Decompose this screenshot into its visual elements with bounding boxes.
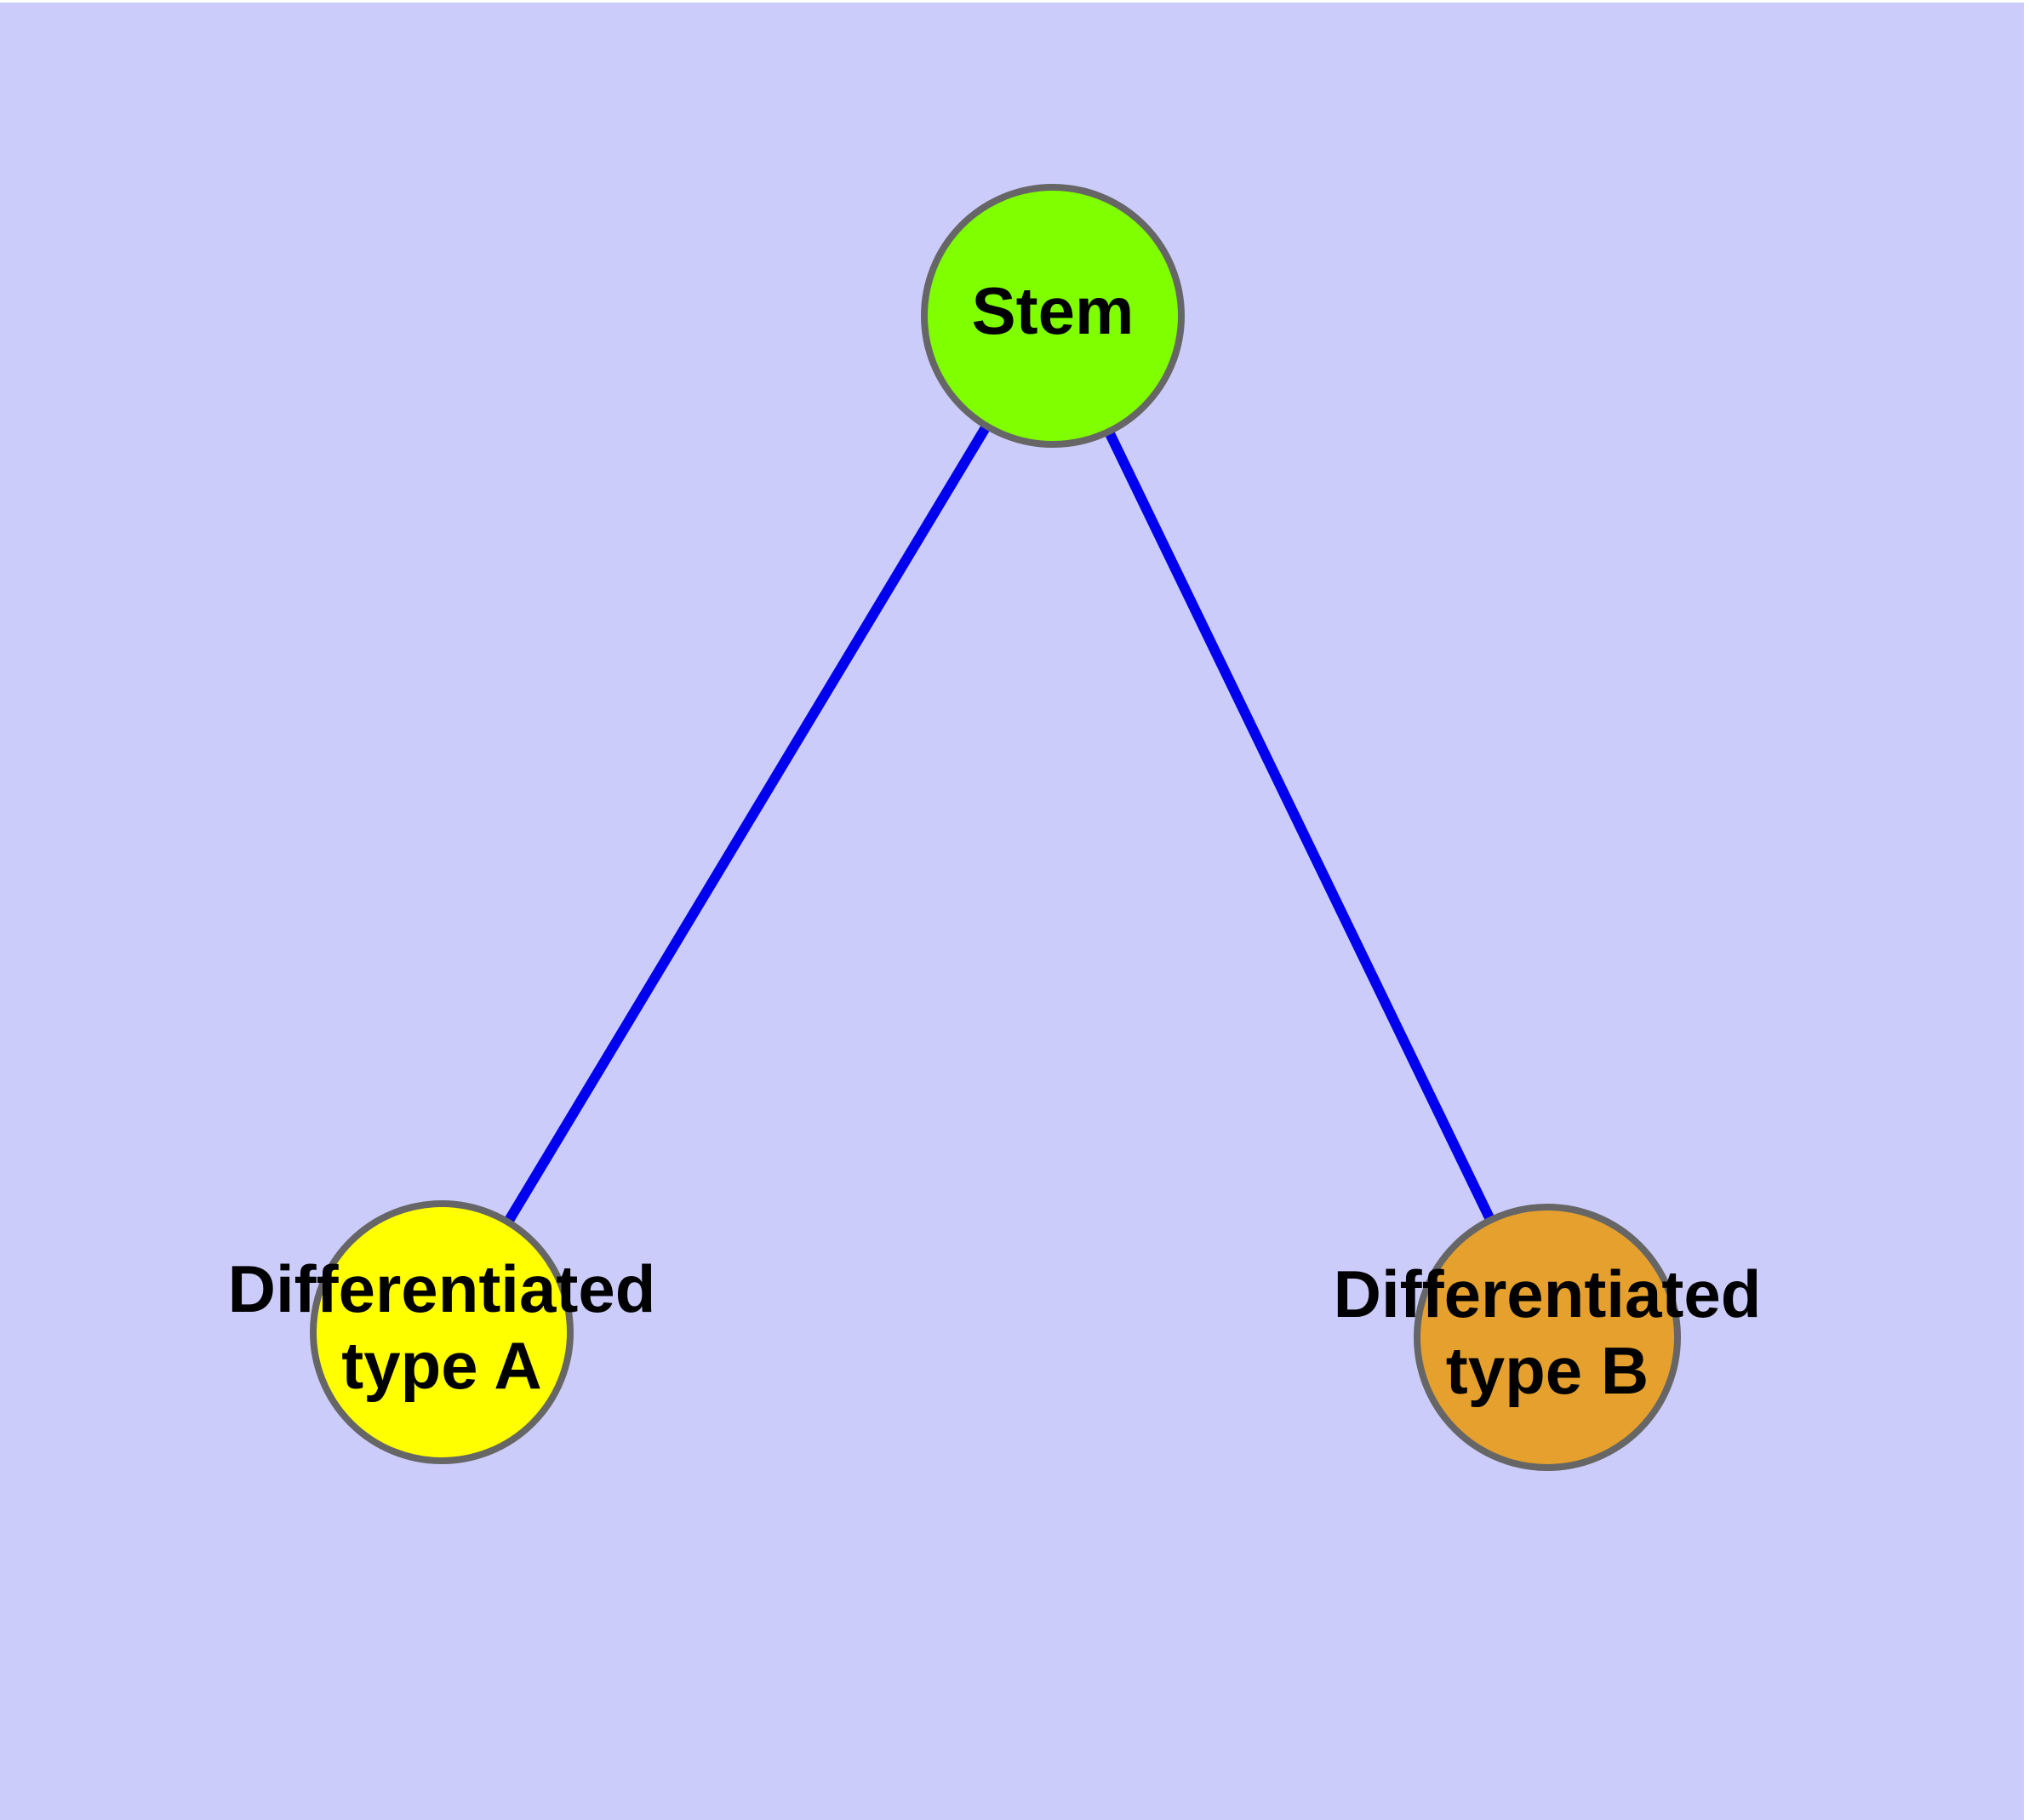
- graph-edge[interactable]: [1096, 414, 1498, 1228]
- graph-node-stem[interactable]: [921, 184, 1185, 448]
- graph-node-diff_a[interactable]: [310, 1200, 574, 1464]
- graph-edge[interactable]: [500, 409, 1000, 1229]
- nodes-layer: [310, 184, 1681, 1471]
- edges-layer: [500, 409, 1498, 1229]
- graph-node-diff_b[interactable]: [1414, 1204, 1681, 1471]
